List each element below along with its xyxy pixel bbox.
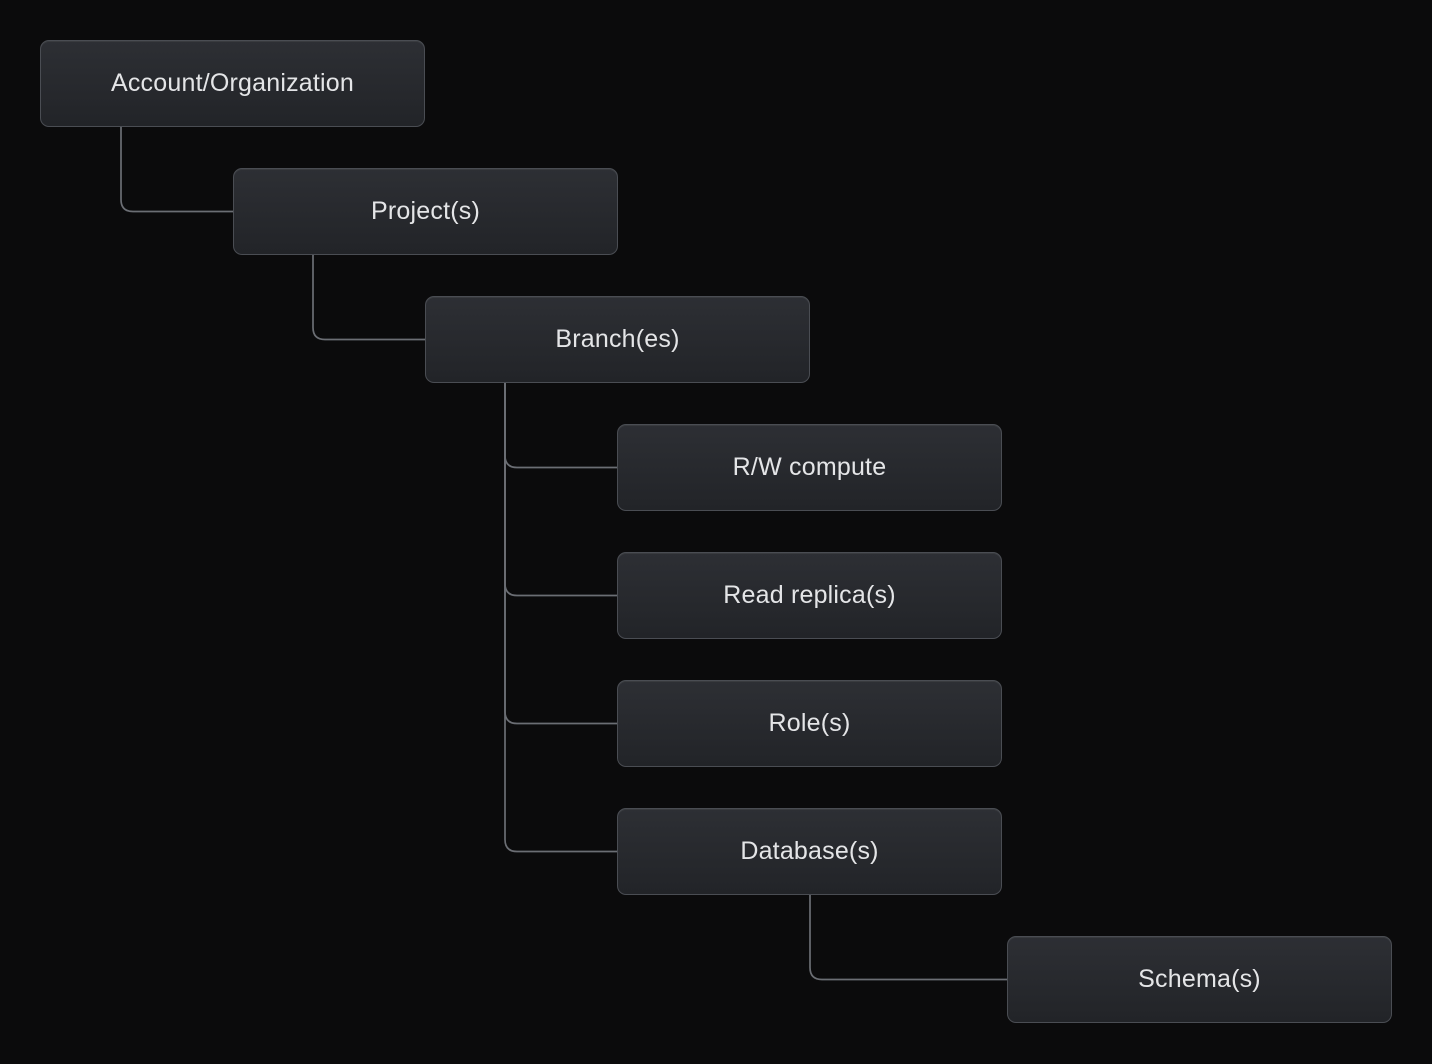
node-schemas: Schema(s) [1007, 936, 1392, 1023]
node-databases: Database(s) [617, 808, 1002, 895]
node-rw_compute: R/W compute [617, 424, 1002, 511]
node-account: Account/Organization [40, 40, 425, 127]
node-label: Project(s) [371, 197, 480, 225]
connector-projects-to-branches [312, 255, 425, 341]
connector-branches-to-roles [504, 383, 617, 725]
node-label: Role(s) [768, 709, 851, 737]
connector-branches-to-read_replicas [504, 383, 617, 597]
node-projects: Project(s) [233, 168, 618, 255]
connector-account-to-projects [120, 127, 233, 213]
connector-branches-to-databases [504, 383, 617, 853]
node-branches: Branch(es) [425, 296, 810, 383]
node-label: Schema(s) [1138, 965, 1261, 993]
node-read_replicas: Read replica(s) [617, 552, 1002, 639]
node-label: Database(s) [740, 837, 879, 865]
connector-branches-to-rw_compute [504, 383, 617, 469]
node-label: Branch(es) [555, 325, 680, 353]
node-label: Account/Organization [110, 69, 355, 97]
node-roles: Role(s) [617, 680, 1002, 767]
node-label: R/W compute [732, 453, 887, 481]
node-label: Read replica(s) [723, 581, 896, 609]
connector-databases-to-schemas [809, 895, 1007, 981]
